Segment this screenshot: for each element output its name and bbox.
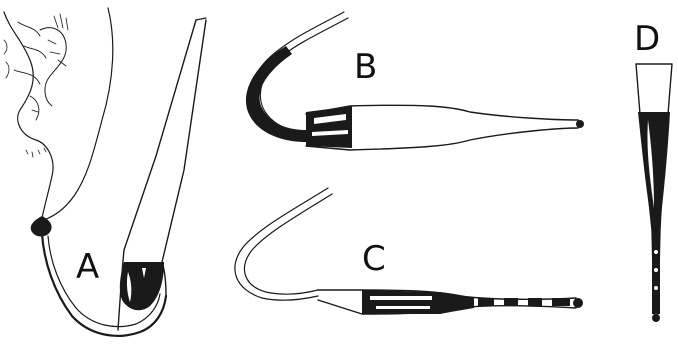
figure-b: B — [246, 12, 584, 150]
c-pipette-fill — [362, 290, 474, 314]
figure-a: A — [4, 8, 206, 336]
pipette-a-tip — [196, 18, 206, 20]
finger-sketch — [4, 8, 113, 220]
d-tip-drop — [652, 314, 660, 322]
c-tube-inner — [244, 194, 332, 294]
figure-c: C — [235, 188, 583, 314]
b-tip-drop — [576, 120, 584, 128]
label-c: C — [362, 239, 386, 279]
figure-d: D — [634, 19, 672, 322]
label-b: B — [354, 47, 377, 87]
d-pipette-fill — [638, 112, 670, 226]
label-a: A — [76, 247, 99, 287]
b-tube-dark — [246, 46, 306, 142]
c-tip-drop — [573, 298, 583, 308]
label-d: D — [634, 19, 660, 59]
b-pipette-fill — [306, 106, 352, 148]
